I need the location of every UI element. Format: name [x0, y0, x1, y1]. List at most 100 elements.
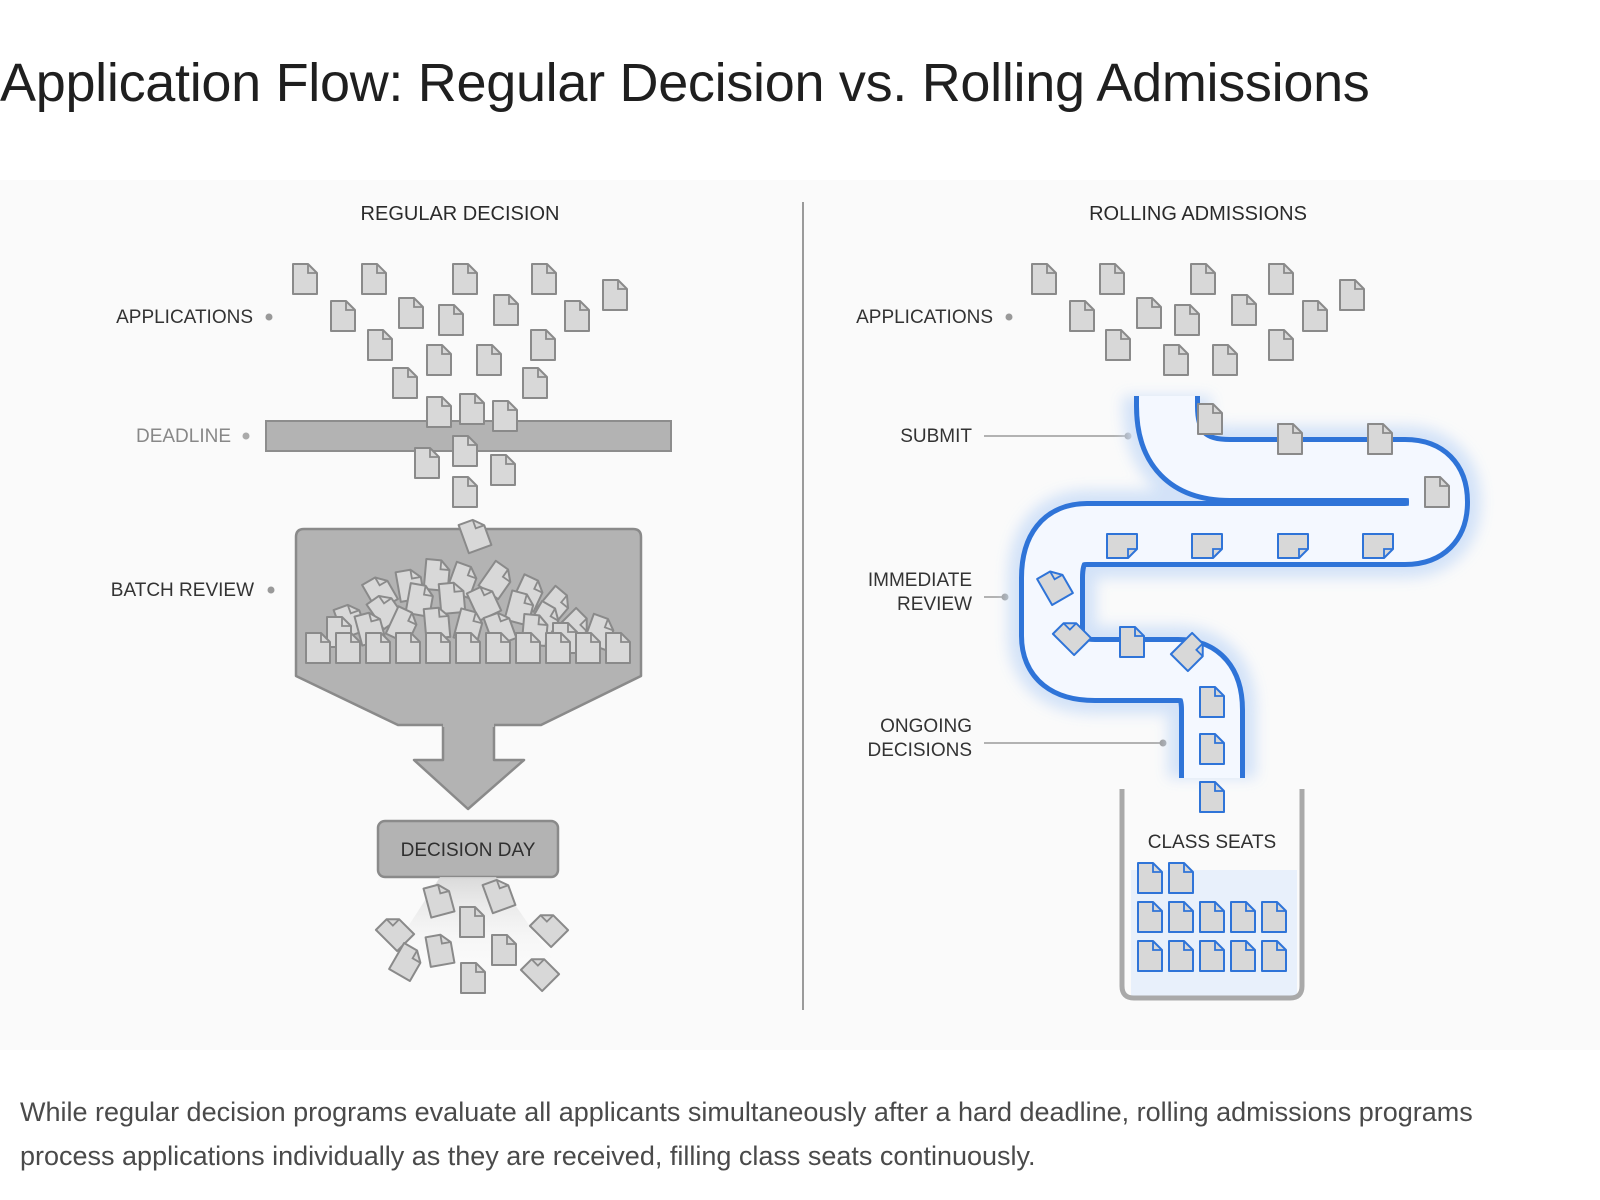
document-icon: [425, 632, 451, 664]
document-icon: [605, 632, 631, 664]
document-icon: [330, 300, 356, 332]
document-icon: [530, 329, 556, 361]
document-icon: [305, 632, 331, 664]
document-icon: [1230, 901, 1256, 933]
document-icon: [491, 934, 517, 966]
document-icon: [1168, 862, 1194, 894]
document-icon: [492, 400, 518, 432]
document-icon: [519, 958, 561, 993]
document-icon: [452, 263, 478, 295]
rolling-tube: [1008, 362, 1481, 778]
document-icon: [367, 329, 393, 361]
document-icon: [1230, 940, 1256, 972]
document-icon: [1137, 940, 1163, 972]
document-icon: [452, 435, 478, 467]
document-icon: [564, 300, 590, 332]
document-icon: [1137, 901, 1163, 933]
document-icon: [424, 933, 456, 968]
document-icon: [1277, 423, 1303, 455]
document-icon: [426, 396, 452, 428]
document-icon: [1261, 940, 1287, 972]
document-icon: [460, 962, 486, 994]
document-icon: [1099, 263, 1125, 295]
page-title: Application Flow: Regular Decision vs. R…: [0, 53, 1370, 113]
document-icon: [414, 447, 440, 479]
rolling-documents: [1031, 263, 1450, 972]
document-icon: [1231, 294, 1257, 326]
document-icon: [1199, 940, 1225, 972]
document-icon: [528, 914, 570, 949]
rolling-label-immediate-review-dot: [1001, 593, 1009, 601]
document-icon: [1277, 533, 1309, 559]
document-icon: [426, 344, 452, 376]
document-icon: [459, 393, 485, 425]
document-icon: [1168, 901, 1194, 933]
rolling-admissions-panel: ROLLING ADMISSIONS APPLICATIONS SUBMIT I…: [856, 203, 1481, 1001]
document-icon: [602, 279, 628, 311]
document-icon: [437, 581, 467, 615]
document-icon: [1199, 733, 1225, 765]
document-icon: [1367, 423, 1393, 455]
document-icon: [438, 304, 464, 336]
rolling-label-immediate-review-2: REVIEW: [897, 594, 972, 615]
document-icon: [545, 632, 571, 664]
rolling-label-immediate-review-1: IMMEDIATE: [868, 570, 972, 591]
document-icon: [481, 878, 517, 915]
class-seats-label: CLASS SEATS: [1148, 832, 1276, 853]
rolling-label-applications: APPLICATIONS: [856, 307, 993, 328]
rolling-label-submit: SUBMIT: [900, 426, 972, 447]
document-icon: [1168, 940, 1194, 972]
document-icon: [452, 476, 478, 508]
document-icon: [1137, 862, 1163, 894]
regular-label-deadline-dot: [242, 432, 250, 440]
document-icon: [1261, 901, 1287, 933]
class-seats-container: [1119, 789, 1305, 1001]
document-icon: [1212, 344, 1238, 376]
document-icon: [1051, 622, 1093, 657]
document-icon: [522, 367, 548, 399]
regular-label-batch-review-dot: [267, 586, 275, 594]
document-icon: [490, 454, 516, 486]
rolling-header: ROLLING ADMISSIONS: [1089, 203, 1307, 225]
document-icon: [1191, 533, 1223, 559]
rolling-label-ongoing-decisions-2: DECISIONS: [867, 740, 972, 761]
document-icon: [515, 632, 541, 664]
document-icon: [493, 294, 519, 326]
rolling-label-ongoing-decisions-dot: [1159, 739, 1167, 747]
regular-header: REGULAR DECISION: [361, 203, 560, 225]
document-icon: [1197, 403, 1223, 435]
document-icon: [1362, 533, 1394, 559]
document-icon: [459, 906, 485, 938]
document-icon: [1174, 304, 1200, 336]
document-icon: [398, 297, 424, 329]
decision-day-label: DECISION DAY: [401, 840, 536, 861]
document-icon: [1268, 263, 1294, 295]
document-icon: [1136, 297, 1162, 329]
document-icon: [575, 632, 601, 664]
rolling-label-ongoing-decisions-1: ONGOING: [880, 716, 972, 737]
document-icon: [1169, 631, 1204, 673]
regular-documents: [292, 263, 631, 994]
document-icon: [1199, 781, 1225, 813]
document-icon: [1424, 476, 1450, 508]
document-icon: [422, 883, 456, 919]
document-icon: [1119, 626, 1145, 658]
document-icon: [365, 632, 391, 664]
document-icon: [292, 263, 318, 295]
regular-label-deadline: DEADLINE: [136, 426, 231, 447]
regular-label-applications: APPLICATIONS: [116, 307, 253, 328]
document-icon: [1031, 263, 1057, 295]
document-icon: [531, 263, 557, 295]
document-icon: [1199, 901, 1225, 933]
document-icon: [1199, 686, 1225, 718]
document-icon: [388, 942, 422, 982]
document-icon: [485, 632, 511, 664]
document-icon: [1268, 329, 1294, 361]
regular-label-batch-review: BATCH REVIEW: [111, 580, 254, 601]
document-icon: [1302, 300, 1328, 332]
document-icon: [1339, 279, 1365, 311]
document-icon: [335, 632, 361, 664]
diagram: REGULAR DECISION APPLICATIONS DEADLINE B…: [0, 180, 1600, 1050]
document-icon: [395, 632, 421, 664]
caption: While regular decision programs evaluate…: [20, 1097, 1473, 1171]
